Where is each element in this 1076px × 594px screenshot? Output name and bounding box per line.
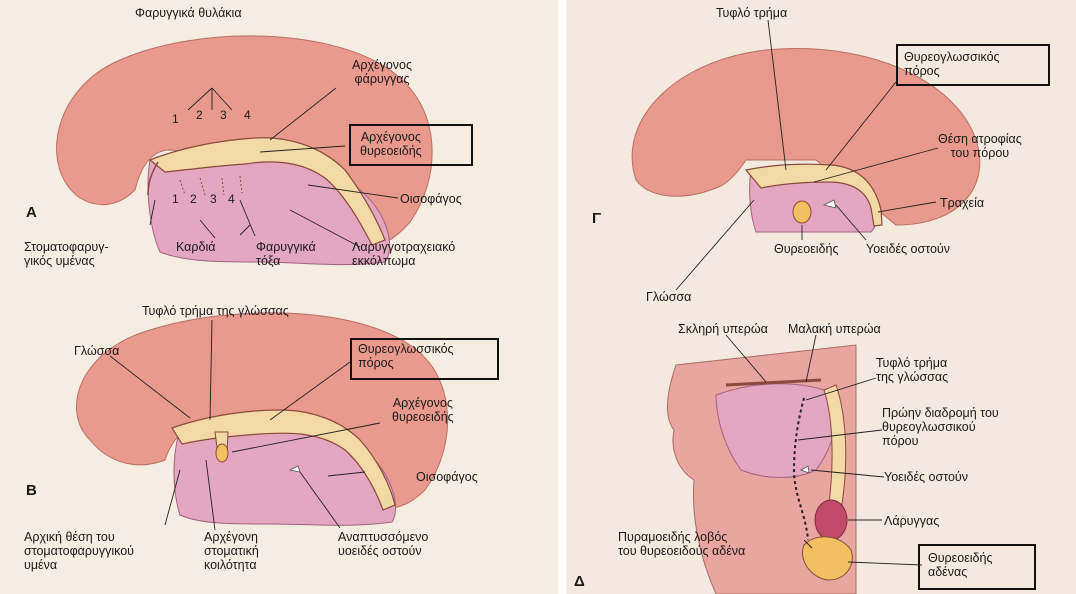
arch-number-3: 3 [210, 192, 217, 206]
label-former-path-line2: θυρεογλωσσικού [882, 420, 999, 434]
label-laryngotracheal-diverticulum: Λαρυγγοτραχειακό εκκόλπωμα [352, 240, 455, 268]
label-thyroid-c: Θυρεοειδής [774, 242, 838, 256]
label-oropharyngeal-membrane-line2: γικός υμένας [24, 254, 109, 268]
pouch-number-4: 4 [244, 108, 251, 122]
pouch-number-2: 2 [196, 108, 203, 122]
label-thyroglossal-duct-c-line2: πόρος [904, 64, 1000, 78]
label-primitive-thyroid-b-line1: Αρχέγονος [392, 396, 454, 410]
label-hard-palate: Σκληρή υπερώα [678, 322, 768, 336]
embryo-illustrations-ab [0, 0, 558, 594]
label-membrane-site-line2: στοματοφαρυγγικού [24, 544, 134, 558]
label-primitive-pharynx: Αρχέγονος φάρυγγας [352, 58, 412, 86]
label-oral-cavity-line3: κοιλότητα [204, 558, 259, 572]
label-larynx: Λάρυγγας [884, 514, 939, 528]
label-former-duct-path: Πρώην διαδρομή του θυρεογλωσσικού πόρου [882, 406, 999, 448]
arch-number-1: 1 [172, 192, 179, 206]
label-former-path-line1: Πρώην διαδρομή του [882, 406, 999, 420]
panel-letter-a: Α [26, 206, 37, 220]
pouch-number-3: 3 [220, 108, 227, 122]
label-oral-cavity-line2: στοματική [204, 544, 259, 558]
label-developing-hyoid-line2: υοειδές οστούν [338, 544, 428, 558]
figure-d-larynx [815, 500, 847, 540]
label-membrane-site-line3: υμένα [24, 558, 134, 572]
figure-panel-left: Φαρυγγικά θυλάκια 1 2 3 4 Αρχέγονος φάρυ… [0, 0, 558, 594]
label-atrophy-site: Θέση ατροφίας του πόρου [938, 132, 1022, 160]
label-oropharyngeal-membrane: Στοματοφαρυγ- γικός υμένας [24, 240, 109, 268]
label-soft-palate: Μαλακή υπερώα [788, 322, 881, 336]
label-primitive-thyroid-a-line2: θυρεοειδής [360, 144, 422, 158]
label-laryngotracheal-line1: Λαρυγγοτραχειακό [352, 240, 455, 254]
embryo-c-thyroid [793, 201, 811, 223]
panel-letter-d: Δ [574, 575, 585, 589]
arch-number-4: 4 [228, 192, 235, 206]
label-thyroid-gland-d-line2: αδένας [928, 565, 992, 579]
pouch-number-1: 1 [172, 112, 179, 126]
label-esophagus-b: Οισοφάγος [416, 470, 478, 484]
label-tongue-b: Γλώσσα [74, 344, 119, 358]
label-esophagus-a: Οισοφάγος [400, 192, 462, 206]
label-foramen-cecum-d: Τυφλό τρήμα της γλώσσας [876, 356, 948, 384]
label-pyramidal-lobe: Πυραμοειδής λοβός του θυρεοειδούς αδένα [618, 530, 745, 558]
arch-number-2: 2 [190, 192, 197, 206]
label-pharyngeal-arches-line2: τόξα [256, 254, 316, 268]
label-laryngotracheal-line2: εκκόλπωμα [352, 254, 455, 268]
label-pharyngeal-pouches: Φαρυγγικά θυλάκια [135, 6, 242, 20]
label-pyramidal-line1: Πυραμοειδής λοβός [618, 530, 745, 544]
label-heart: Καρδιά [176, 240, 215, 254]
label-tongue-c: Γλώσσα [646, 290, 691, 304]
label-developing-hyoid-line1: Αναπτυσσόμενο [338, 530, 428, 544]
label-thyroglossal-duct-c: Θυρεογλωσσικός πόρος [904, 50, 1000, 78]
figure-panel-right: Τυφλό τρήμα Θυρεογλωσσικός πόρος Θέση ατ… [566, 0, 1076, 594]
label-foramen-cecum-d-line2: της γλώσσας [876, 370, 948, 384]
label-trachea: Τραχεία [940, 196, 984, 210]
label-thyroid-gland-d: Θυρεοειδής αδένας [928, 551, 992, 579]
label-thyroglossal-duct-c-line1: Θυρεογλωσσικός [904, 50, 1000, 64]
label-hyoid-d: Υοειδές οστούν [884, 470, 968, 484]
label-membrane-site-line1: Αρχική θέση του [24, 530, 134, 544]
label-primitive-pharynx-line1: Αρχέγονος [352, 58, 412, 72]
label-oropharyngeal-membrane-line1: Στοματοφαρυγ- [24, 240, 109, 254]
label-pharyngeal-arches: Φαρυγγικά τόξα [256, 240, 316, 268]
label-thyroglossal-duct-b-line2: πόρος [358, 356, 454, 370]
embryo-illustrations-cd [566, 0, 1076, 594]
panel-letter-c: Γ [592, 212, 601, 226]
label-primitive-thyroid-b-line2: θυρεοειδής [392, 410, 454, 424]
label-primitive-pharynx-line2: φάρυγγας [352, 72, 412, 86]
label-former-path-line3: πόρου [882, 434, 999, 448]
label-developing-hyoid: Αναπτυσσόμενο υοειδές οστούν [338, 530, 428, 558]
label-pyramidal-line2: του θυρεοειδούς αδένα [618, 544, 745, 558]
label-primitive-thyroid-b: Αρχέγονος θυρεοειδής [392, 396, 454, 424]
label-foramen-cecum-c: Τυφλό τρήμα [716, 6, 787, 20]
label-foramen-cecum-d-line1: Τυφλό τρήμα [876, 356, 948, 370]
label-foramen-cecum-b: Τυφλό τρήμα της γλώσσας [142, 304, 289, 318]
label-hyoid-c: Υοειδές οστούν [866, 242, 950, 256]
label-primitive-thyroid-a: Αρχέγονος θυρεοειδής [360, 130, 422, 158]
label-pharyngeal-arches-line1: Φαρυγγικά [256, 240, 316, 254]
panel-letter-b: Β [26, 484, 37, 498]
label-thyroid-gland-d-line1: Θυρεοειδής [928, 551, 992, 565]
label-thyroglossal-duct-b-line1: Θυρεογλωσσικός [358, 342, 454, 356]
label-atrophy-line1: Θέση ατροφίας [938, 132, 1022, 146]
label-thyroglossal-duct-b: Θυρεογλωσσικός πόρος [358, 342, 454, 370]
label-oral-cavity-line1: Αρχέγονη [204, 530, 259, 544]
label-primitive-oral-cavity: Αρχέγονη στοματική κοιλότητα [204, 530, 259, 572]
label-atrophy-line2: του πόρου [938, 146, 1022, 160]
label-primitive-thyroid-a-line1: Αρχέγονος [360, 130, 422, 144]
label-membrane-original-site: Αρχική θέση του στοματοφαρυγγικού υμένα [24, 530, 134, 572]
